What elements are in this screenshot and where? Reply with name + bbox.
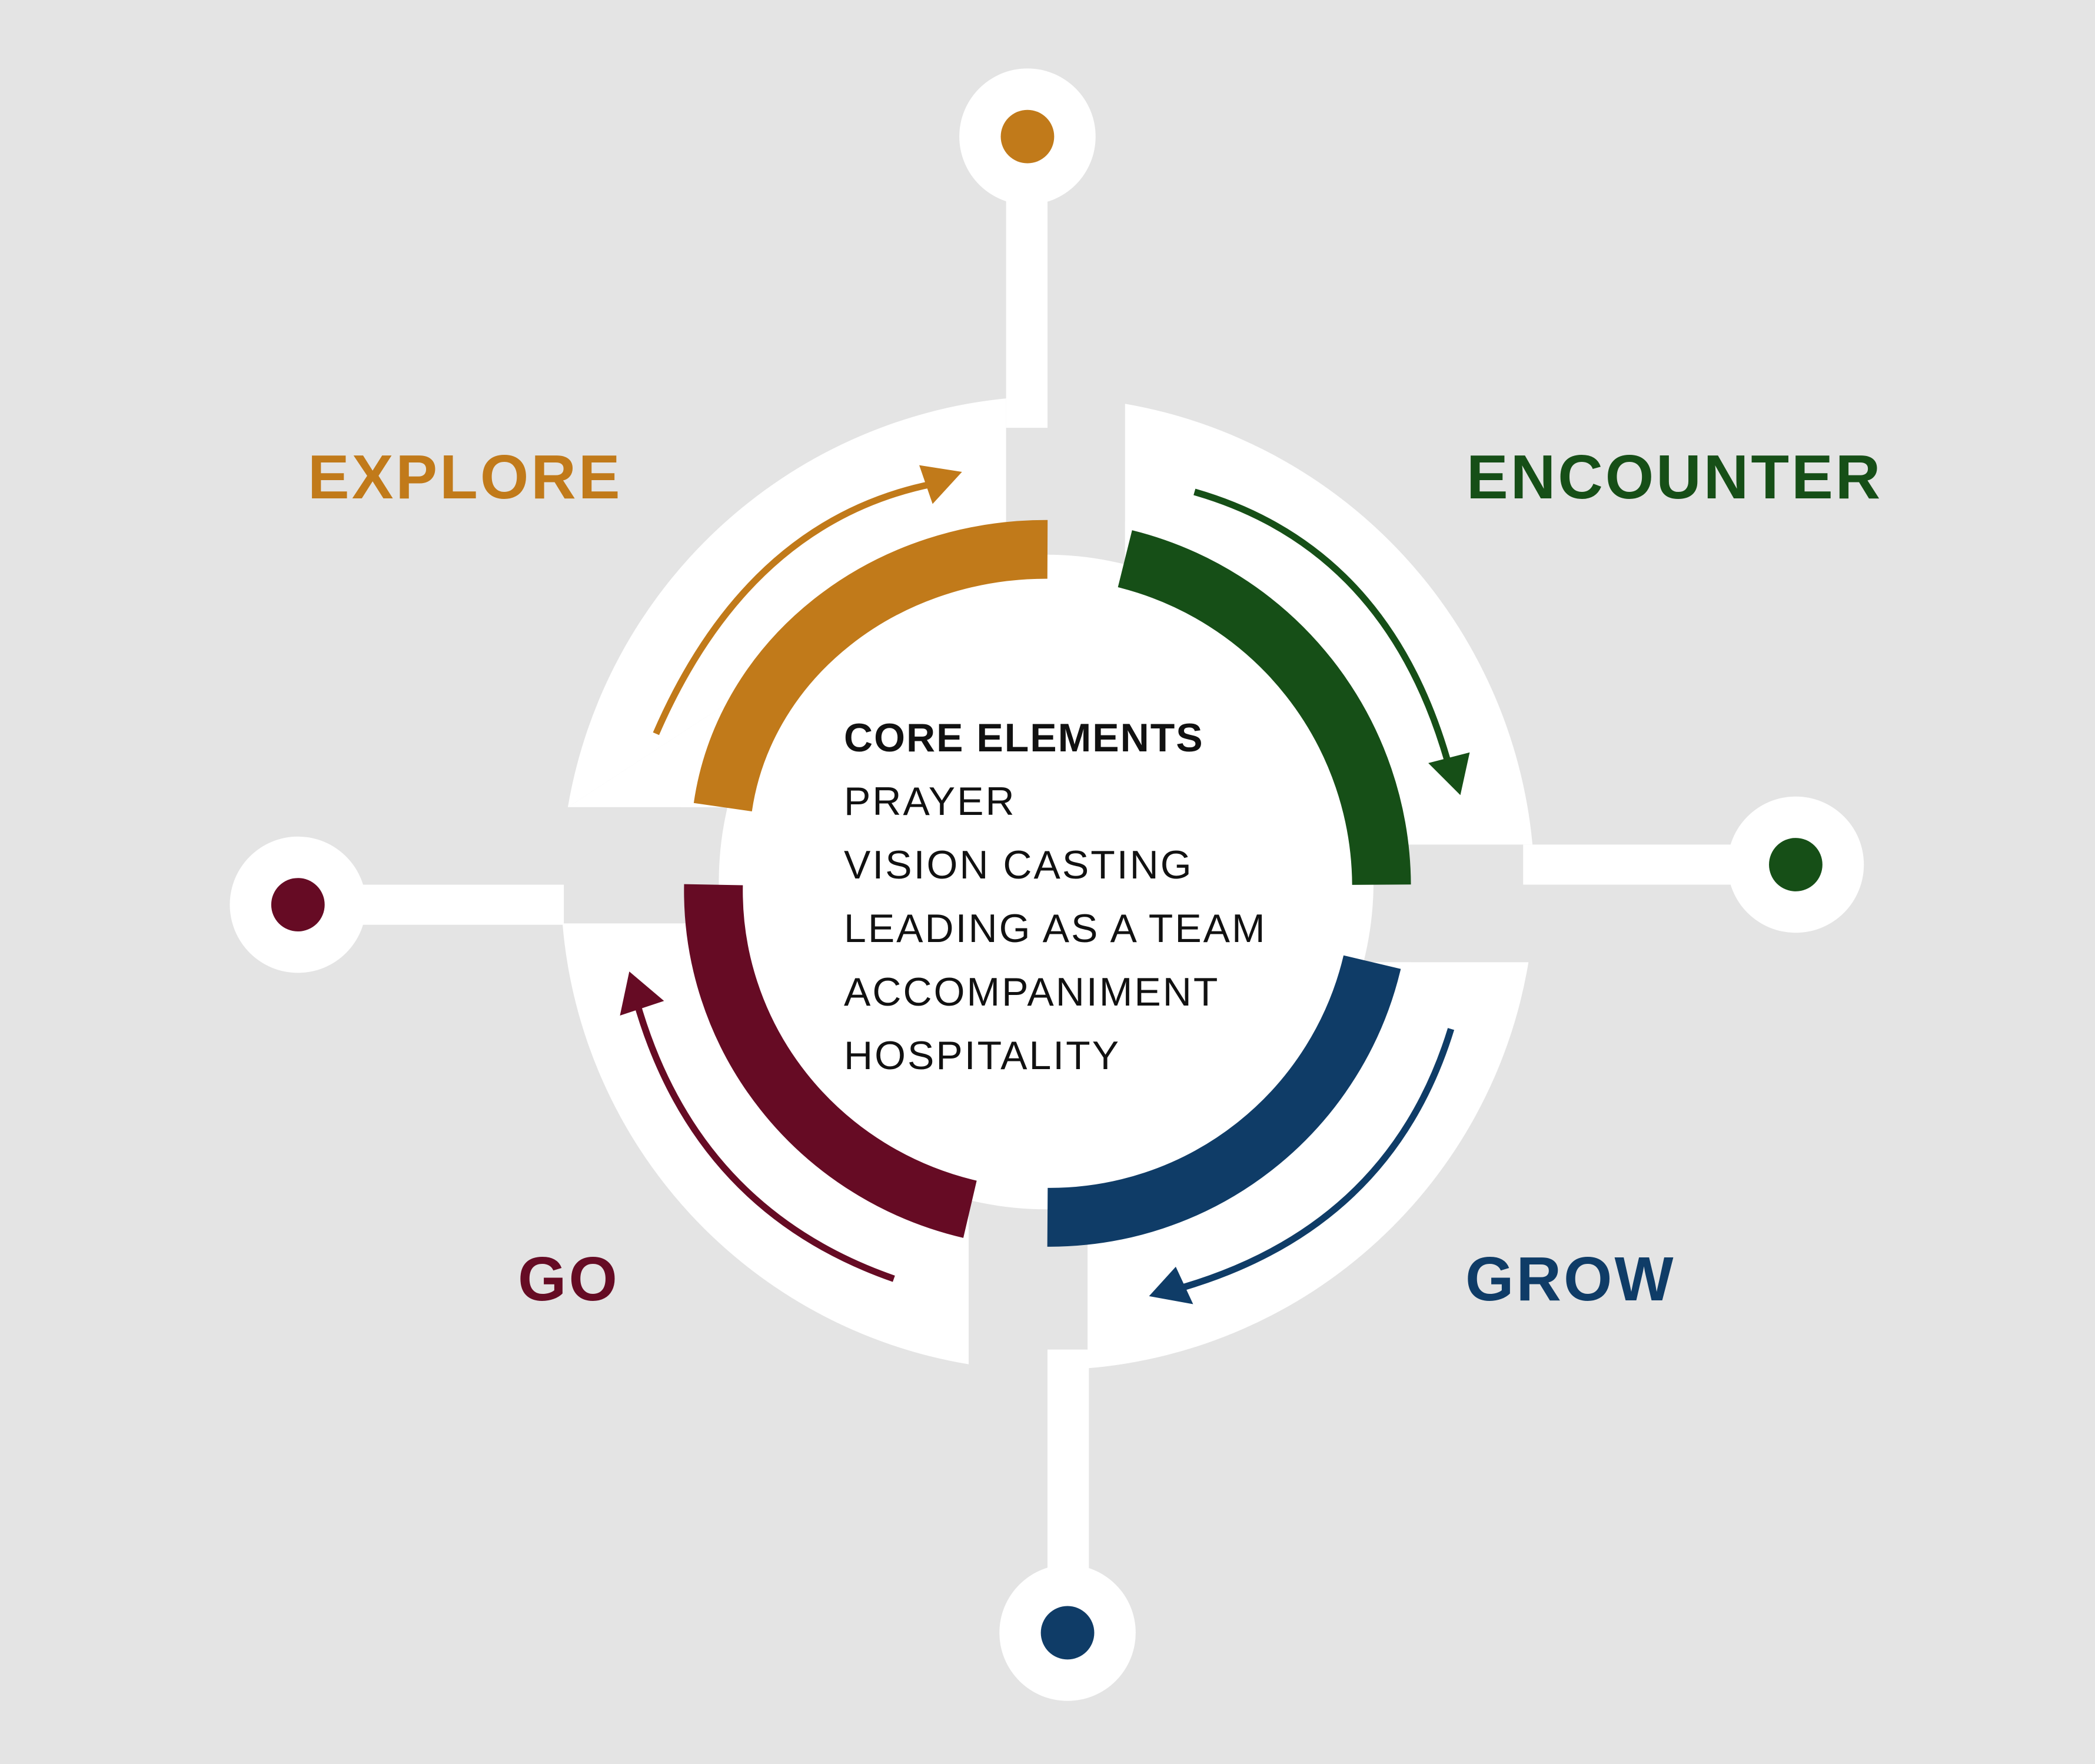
- core-element-item: LEADING AS A TEAM: [844, 906, 1267, 951]
- go-arrow-head: [620, 971, 664, 1016]
- encounter-arc: [1118, 530, 1411, 885]
- explore-arrow-line: [653, 480, 933, 735]
- grow-node-dot: [1040, 1606, 1095, 1660]
- go-arrow-line: [633, 999, 895, 1282]
- explore-arc: [693, 520, 1048, 812]
- explore-arrow-head: [919, 465, 962, 504]
- left-stem: [350, 884, 564, 925]
- bottom-stem: [1048, 1349, 1089, 1590]
- gap-bottom: [970, 1243, 1048, 1390]
- core-elements-title: CORE ELEMENTS: [844, 715, 1204, 760]
- outer-ring: [230, 68, 1864, 1701]
- gap-right: [1411, 884, 1558, 963]
- core-element-item: VISION CASTING: [844, 843, 1193, 887]
- explore-node-dot: [1000, 109, 1055, 164]
- encounter-arrow-head: [1428, 752, 1470, 796]
- encounter-arrow-line: [1193, 488, 1453, 770]
- go-label: GO: [518, 1244, 620, 1314]
- core-element-item: HOSPITALITY: [844, 1033, 1121, 1078]
- grow-arrow-line: [1175, 1028, 1455, 1293]
- gap-left: [534, 807, 681, 885]
- top-stem: [1006, 187, 1048, 428]
- explore-label: EXPLORE: [308, 442, 623, 512]
- core-element-item: PRAYER: [844, 779, 1016, 824]
- grow-arrow: [1149, 1028, 1455, 1304]
- center-disc: [719, 554, 1374, 1210]
- grow-label: GROW: [1465, 1244, 1676, 1314]
- explore-quadrant-bg: [567, 398, 1006, 807]
- encounter-node-dot: [1769, 838, 1823, 891]
- encounter-label: ENCOUNTER: [1466, 442, 1883, 512]
- gap-top: [1048, 374, 1125, 521]
- go-node-dot: [271, 878, 325, 932]
- core-element-item: ACCOMPANIMENT: [844, 970, 1220, 1014]
- encounter-arrow: [1193, 488, 1470, 796]
- core-elements-panel: CORE ELEMENTS PRAYER VISION CASTING LEAD…: [844, 706, 1326, 1087]
- go-arrow: [620, 971, 895, 1282]
- core-elements-list: PRAYER VISION CASTING LEADING AS A TEAM …: [844, 770, 1326, 1087]
- right-stem: [1523, 844, 1744, 885]
- grow-arc: [1047, 955, 1401, 1247]
- quadrant-gaps: [534, 374, 1558, 1390]
- grow-arrow-head: [1149, 1266, 1193, 1304]
- go-arc: [684, 884, 977, 1238]
- explore-arrow: [653, 465, 962, 735]
